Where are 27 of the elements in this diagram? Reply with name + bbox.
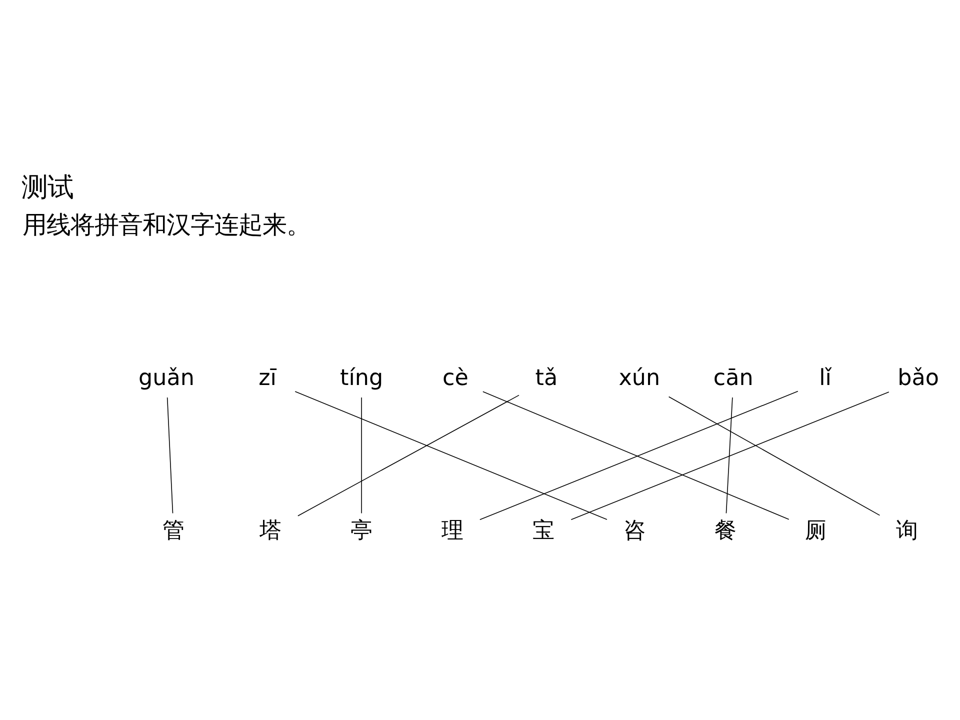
node-text: guǎn xyxy=(138,364,194,390)
node-text: lǐ xyxy=(819,364,832,390)
node-text: cè xyxy=(442,364,468,390)
connector xyxy=(294,390,608,520)
label: 用线将拼音和汉字连起来。 xyxy=(22,209,311,238)
node-text: bǎo xyxy=(898,364,939,390)
node-text: 询 xyxy=(896,516,918,543)
connector xyxy=(570,391,890,520)
node-text: 塔 xyxy=(260,516,282,543)
node-text: 理 xyxy=(441,516,464,543)
connector xyxy=(726,396,733,514)
connector xyxy=(166,396,174,514)
connector xyxy=(668,396,880,516)
node-text: zī xyxy=(258,364,276,390)
node-text: 厕 xyxy=(805,516,828,543)
node-text: 餐 xyxy=(714,516,736,543)
diagram-title: 测试 xyxy=(21,172,74,203)
node-text: 亭 xyxy=(350,516,373,543)
node-text: tíng xyxy=(340,364,384,390)
connector xyxy=(361,396,362,514)
node-text: cān xyxy=(713,364,754,390)
node-text: 管 xyxy=(162,516,185,543)
node-text: tǎ xyxy=(535,364,558,390)
connector xyxy=(298,394,520,516)
node-text: xún xyxy=(618,364,660,390)
node-text: 宝 xyxy=(532,516,554,543)
node-text: 咨 xyxy=(623,516,646,543)
